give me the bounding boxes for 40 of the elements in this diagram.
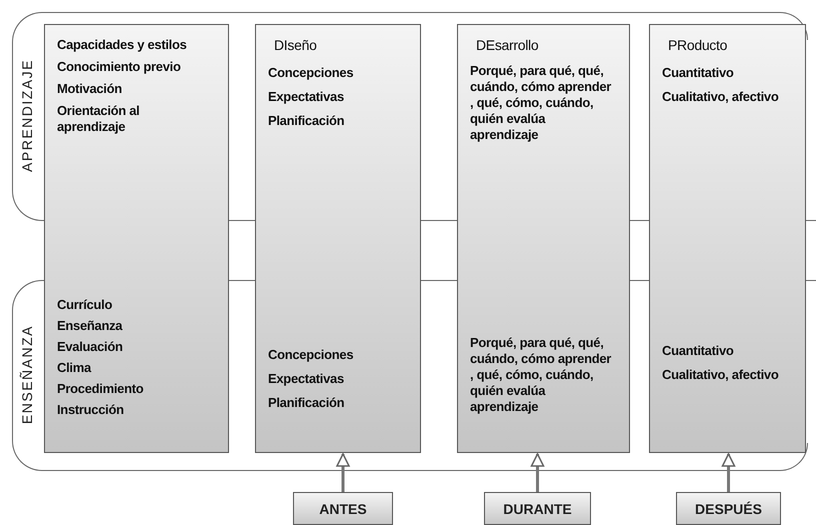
item-text: Planificación [268,395,344,411]
item-text: Cuantitativo [662,343,734,359]
band-label: APRENDIZAJE [19,59,35,172]
column-panel [457,24,630,453]
item-text: Orientación al aprendizaje [57,103,140,135]
column-heading: DEsarrollo [476,37,538,53]
phase-label: DESPUÉS [695,500,762,516]
item-text: Cualitativo, afectivo [662,367,779,383]
item-text: Porqué, para qué, qué, cuándo, cómo aprender , qué, cómo, cuándo, quién evalúa aprendizaje [470,335,612,415]
item-text: Clima [57,360,91,376]
phase-box [676,492,781,525]
item-text: Expectativas [268,371,344,387]
item-text: Currículo [57,297,112,313]
item-text: Concepciones [268,65,354,81]
column-panel [255,24,421,453]
item-text: Instrucción [57,402,124,418]
arrow [722,453,736,492]
phase-box [484,492,591,525]
item-text: Planificación [268,113,344,129]
item-text: Capacidades y estilos [57,37,187,53]
column-panel [649,24,806,453]
item-text: Porqué, para qué, qué, cuándo, cómo aprender , qué, cómo, cuándo, quién evalúa aprendizaje [470,63,612,143]
phase-label: ANTES [319,500,367,516]
arrow [336,453,350,492]
arrow [530,453,544,492]
phase-label: DURANTE [503,500,572,516]
item-text: Procedimiento [57,381,144,397]
item-text: Conocimiento previo [57,59,181,75]
item-text: Cuantitativo [662,65,734,81]
column-heading: DIseño [274,37,317,53]
item-text: Enseñanza [57,318,122,334]
item-text: Motivación [57,81,122,97]
band-label: ENSEÑANZA [19,325,35,424]
phase-box [293,492,393,525]
item-text: Concepciones [268,347,354,363]
column-panel [44,24,229,453]
item-text: Cualitativo, afectivo [662,89,779,105]
column-heading: PRoducto [668,37,728,53]
item-text: Expectativas [268,89,344,105]
item-text: Evaluación [57,339,123,355]
